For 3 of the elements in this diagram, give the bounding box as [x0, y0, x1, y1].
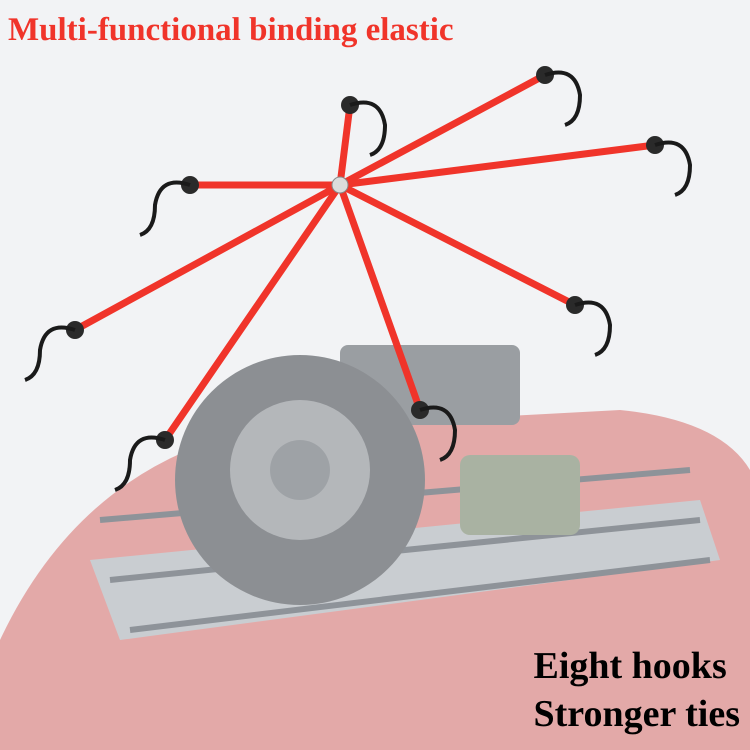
caption-text: Eight hooks [533, 644, 727, 689]
title: Multi-functional binding elastic [8, 11, 454, 50]
caption-text: Stronger ties [533, 692, 740, 737]
